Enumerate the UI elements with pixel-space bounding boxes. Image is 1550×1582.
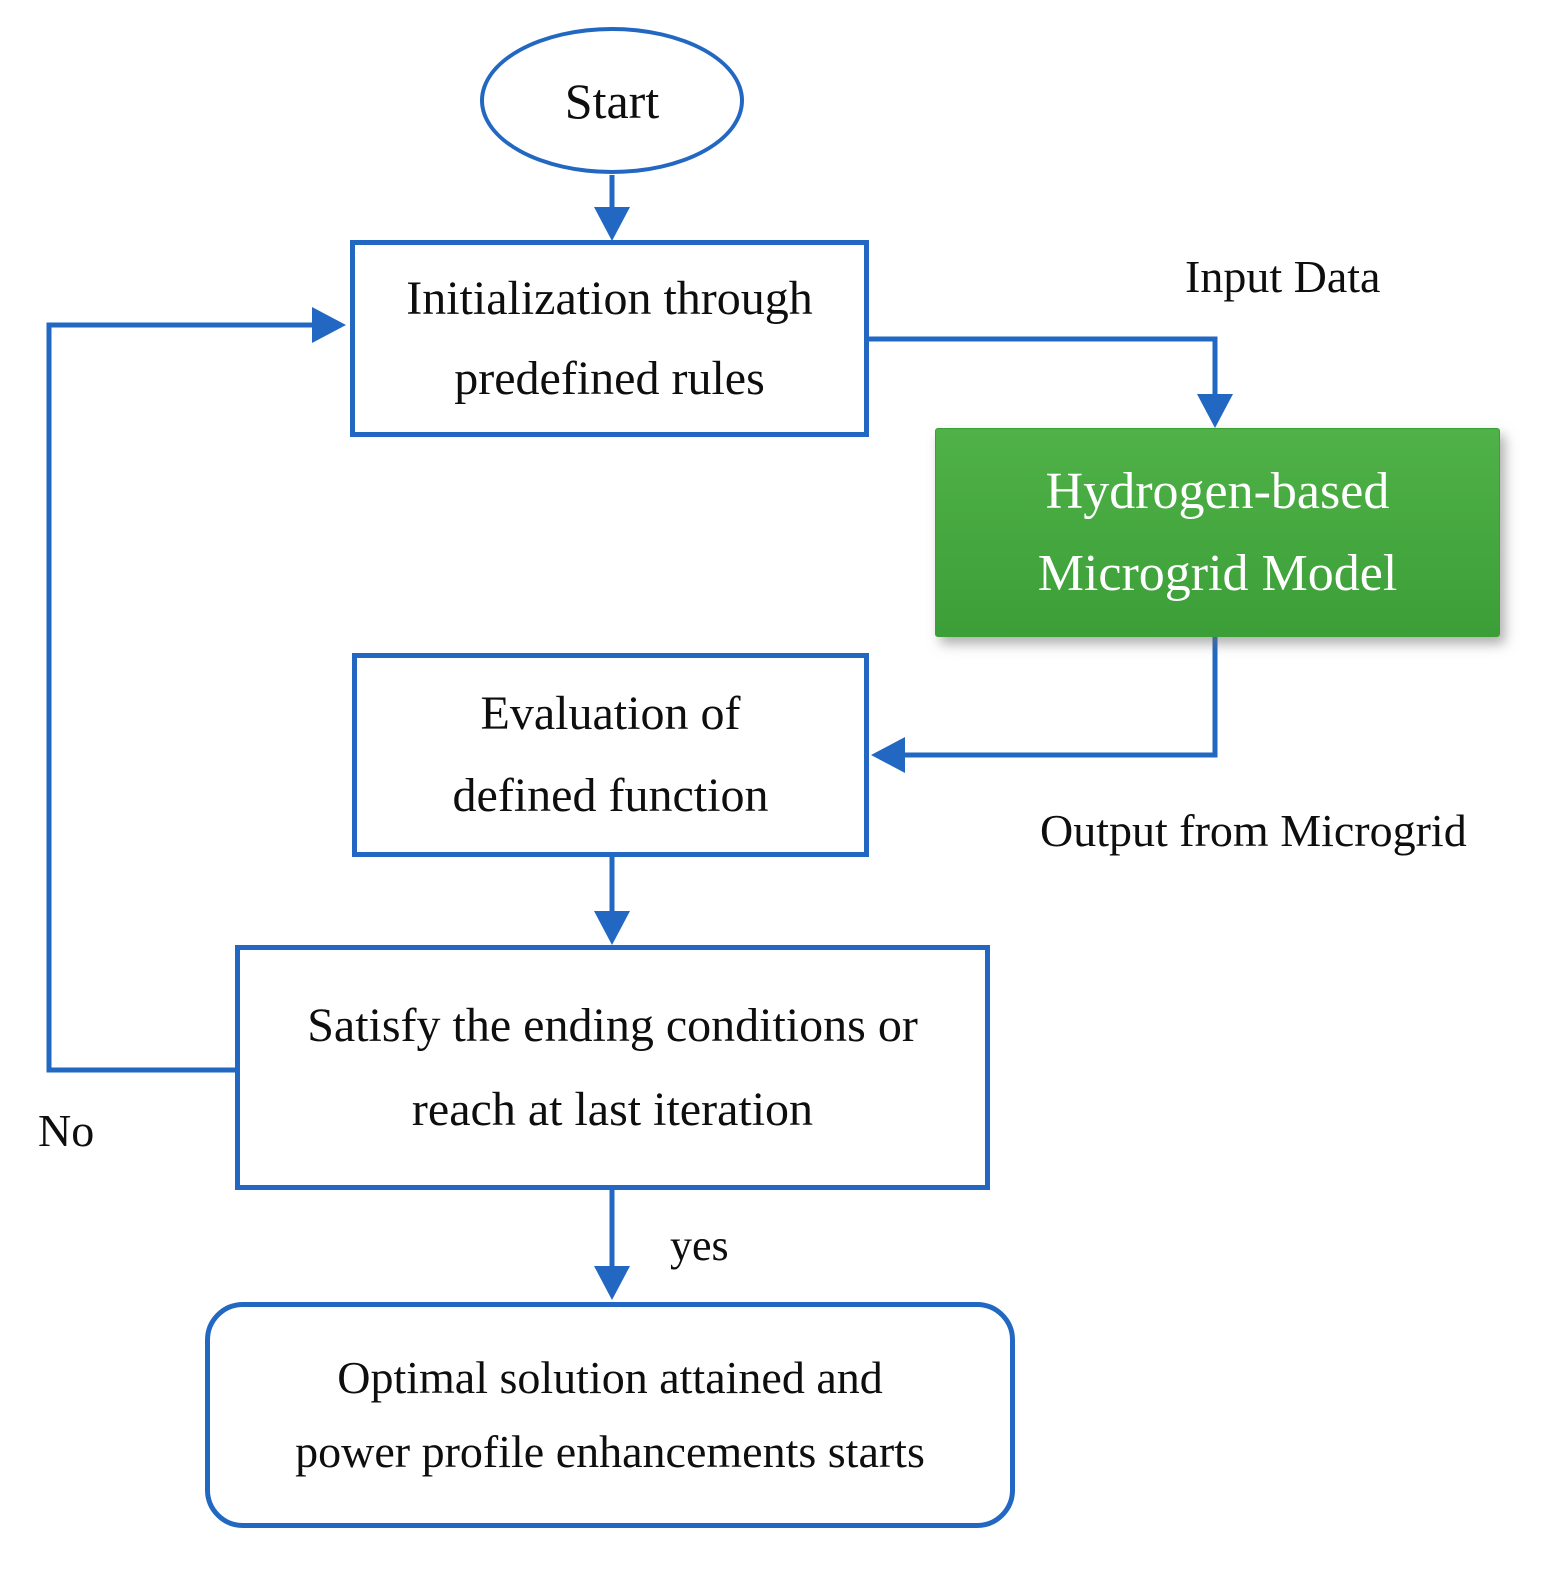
initialization-line-2: predefined rules (454, 351, 765, 405)
evaluation-line-1: Evaluation of (480, 687, 741, 740)
microgrid-line-1: Hydrogen-based (1045, 462, 1390, 520)
optimal-line-1: Optimal solution attained and (337, 1352, 883, 1403)
evaluation-node: Evaluation of defined function (352, 653, 869, 857)
connector-init-to-microgrid (869, 336, 1218, 396)
microgrid-model-node: Hydrogen-based Microgrid Model (935, 428, 1500, 637)
condition-line-2: reach at last iteration (411, 1082, 814, 1136)
microgrid-line-2: Microgrid Model (1037, 544, 1398, 602)
connector-no-loop (46, 322, 314, 1073)
start-label: Start (564, 72, 660, 129)
condition-node: Satisfy the ending conditions or reach a… (235, 945, 990, 1190)
initialization-line-1: Initialization through (406, 271, 813, 325)
initialization-node: Initialization through predefined rules (350, 240, 869, 437)
input-data-label: Input Data (1185, 251, 1381, 302)
arrowhead-down-icon (594, 911, 630, 945)
arrowhead-down-icon (594, 1266, 630, 1300)
arrowhead-down-icon (1197, 394, 1233, 428)
yes-branch-label: yes (670, 1221, 729, 1270)
connector-microgrid-to-eval (903, 637, 1218, 758)
optimal-solution-node: Optimal solution attained and power prof… (205, 1302, 1015, 1528)
arrowhead-down-icon (594, 207, 630, 241)
condition-line-1: Satisfy the ending conditions or (307, 998, 918, 1052)
output-from-microgrid-label: Output from Microgrid (1040, 805, 1467, 856)
start-node: Start (480, 27, 744, 174)
optimal-line-2: power profile enhancements starts (295, 1426, 925, 1477)
no-branch-label: No (38, 1105, 95, 1156)
arrowhead-left-icon (871, 737, 905, 773)
arrowhead-right-icon (312, 307, 346, 343)
evaluation-line-2: defined function (452, 769, 769, 822)
